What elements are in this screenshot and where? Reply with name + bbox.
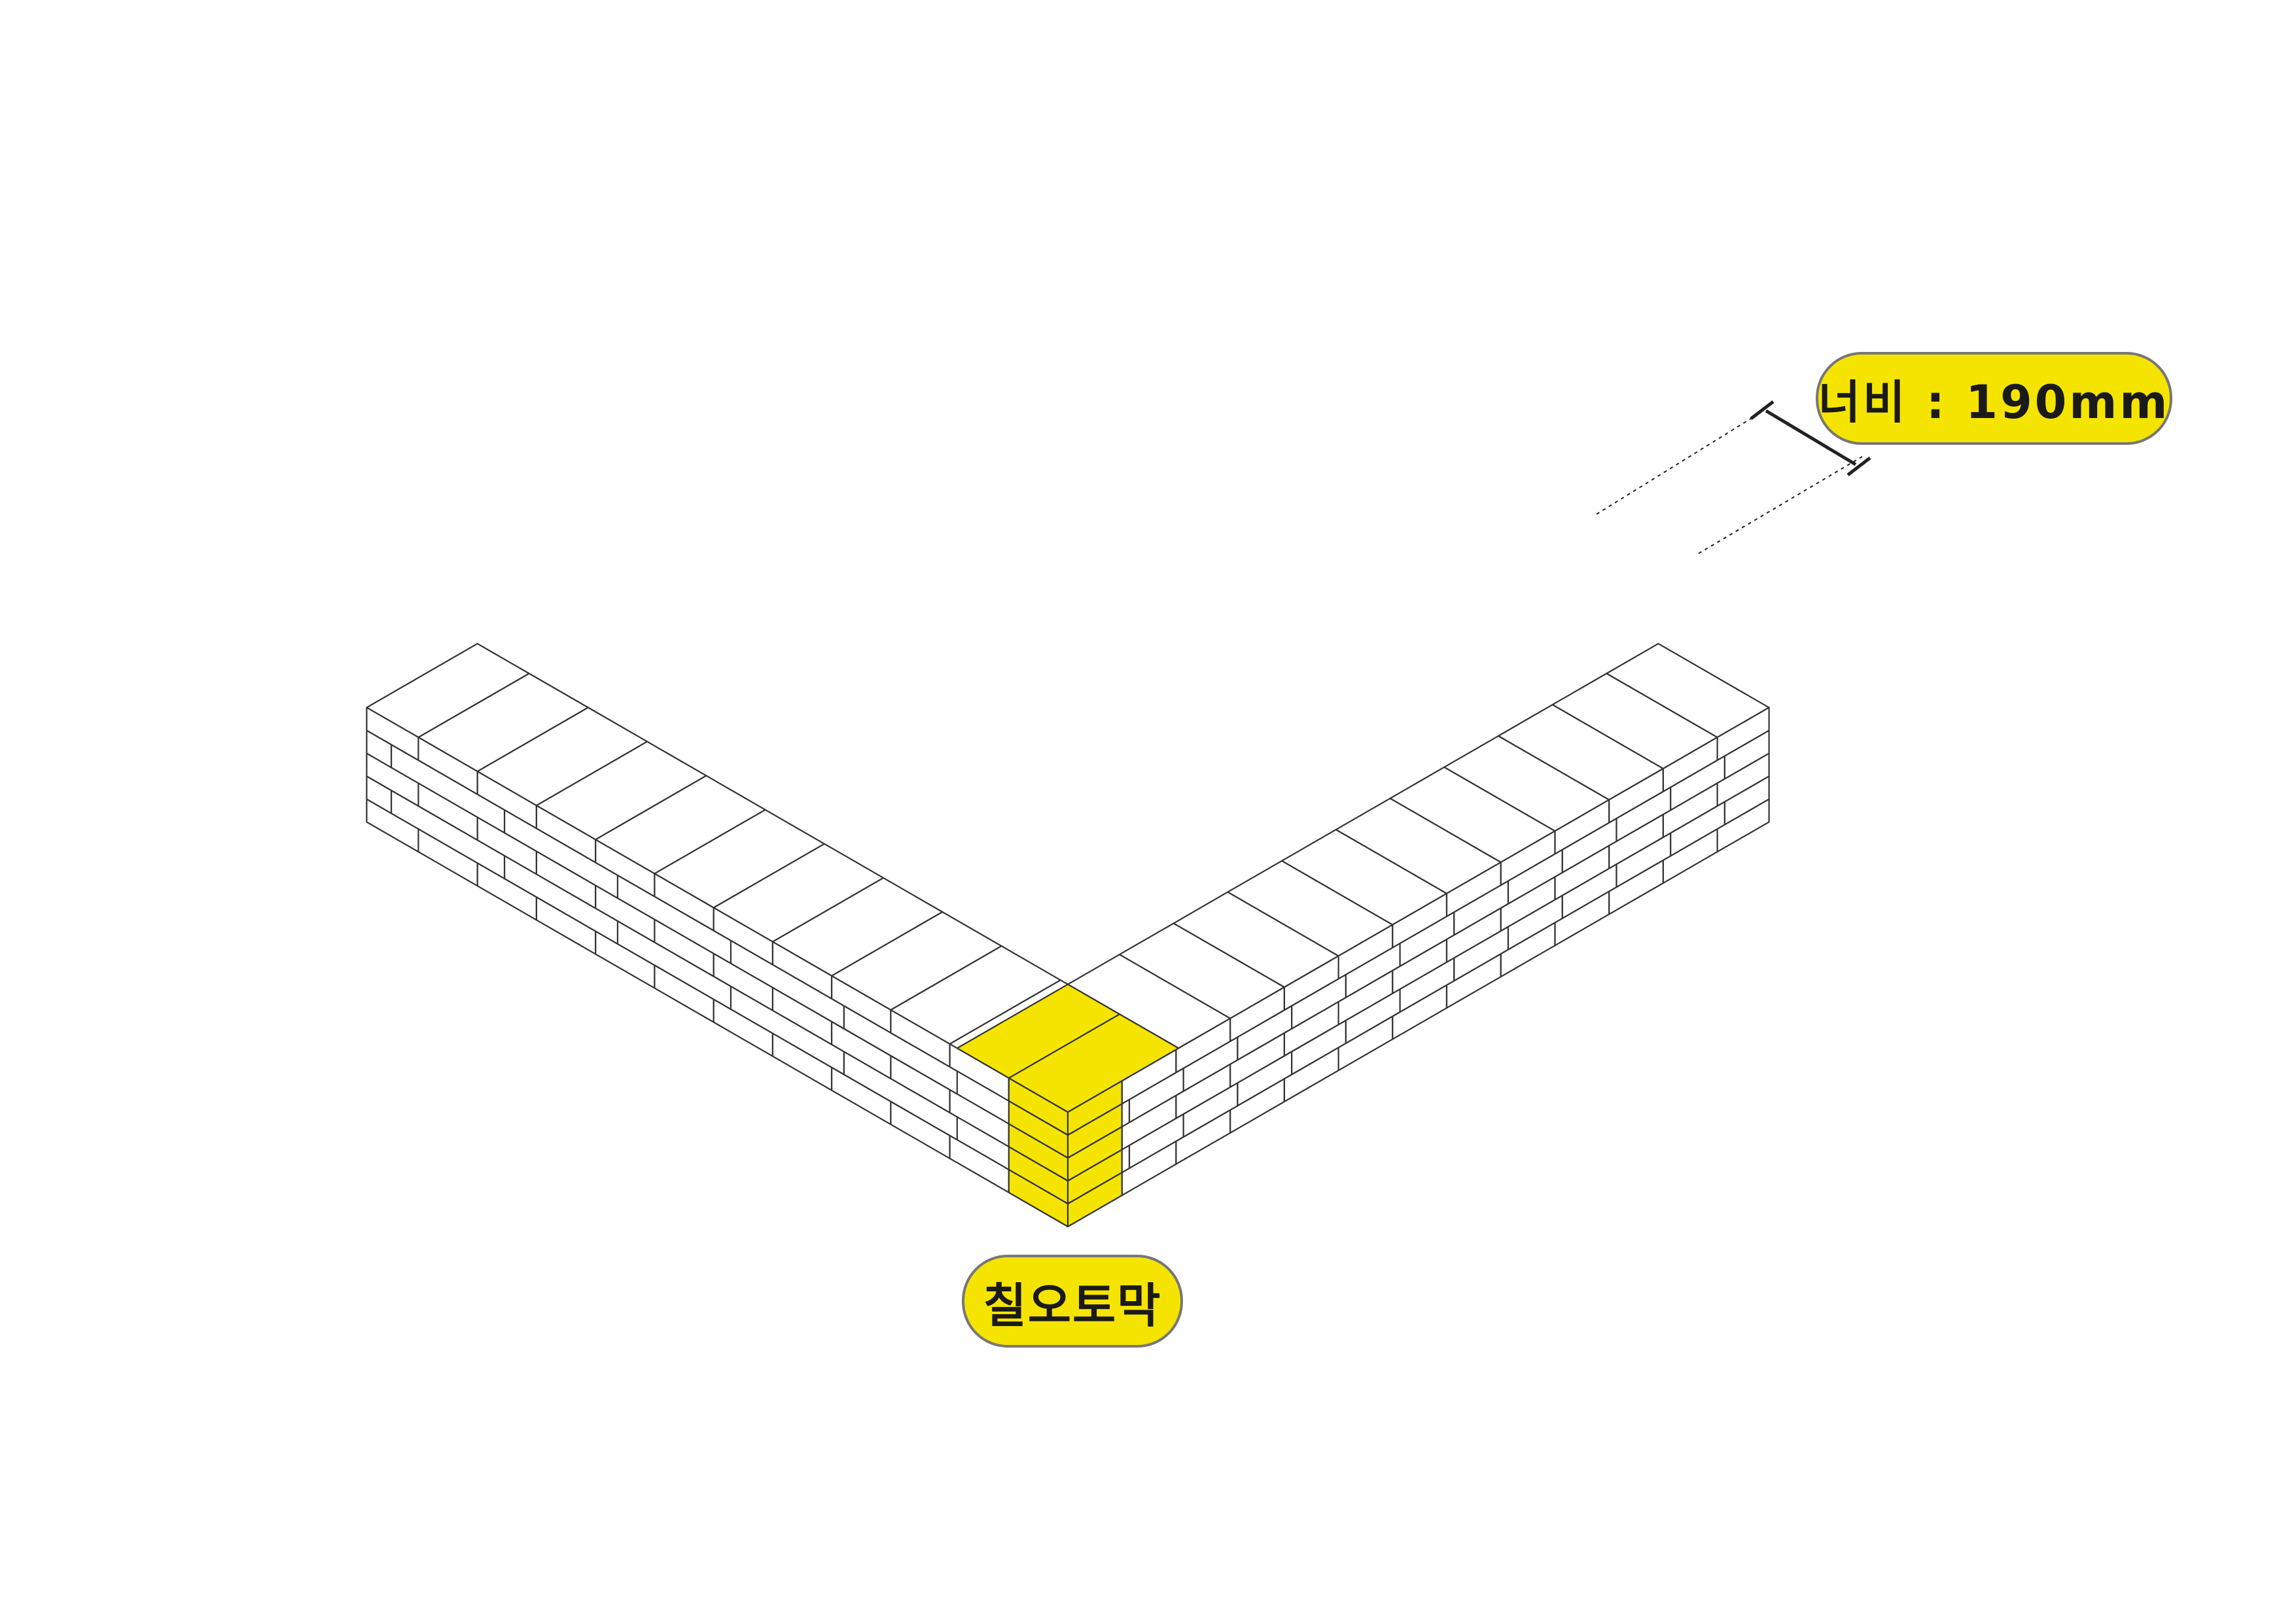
brick-wall-corner [366, 642, 1770, 1228]
right-brick-face-120 [1716, 707, 1770, 761]
dimension-line [1765, 409, 1857, 466]
width-callout-label: 너비 : 190mm [1816, 352, 2172, 445]
dimension-tick-upper [1750, 400, 1775, 420]
dimension-extension-line-lower [1698, 456, 1863, 554]
left-brick-face-14 [949, 1134, 1010, 1194]
corner-piece-callout-label: 칠오토막 [962, 1255, 1183, 1348]
left-brick-face-144 [366, 707, 419, 761]
width-dimension-indicator [1596, 400, 1871, 554]
dimension-extension-line-upper [1596, 413, 1759, 515]
dimension-tick-lower [1846, 457, 1871, 476]
left-brick-face-62 [949, 1089, 1010, 1148]
corner-piece-top-148 [956, 983, 1121, 1079]
